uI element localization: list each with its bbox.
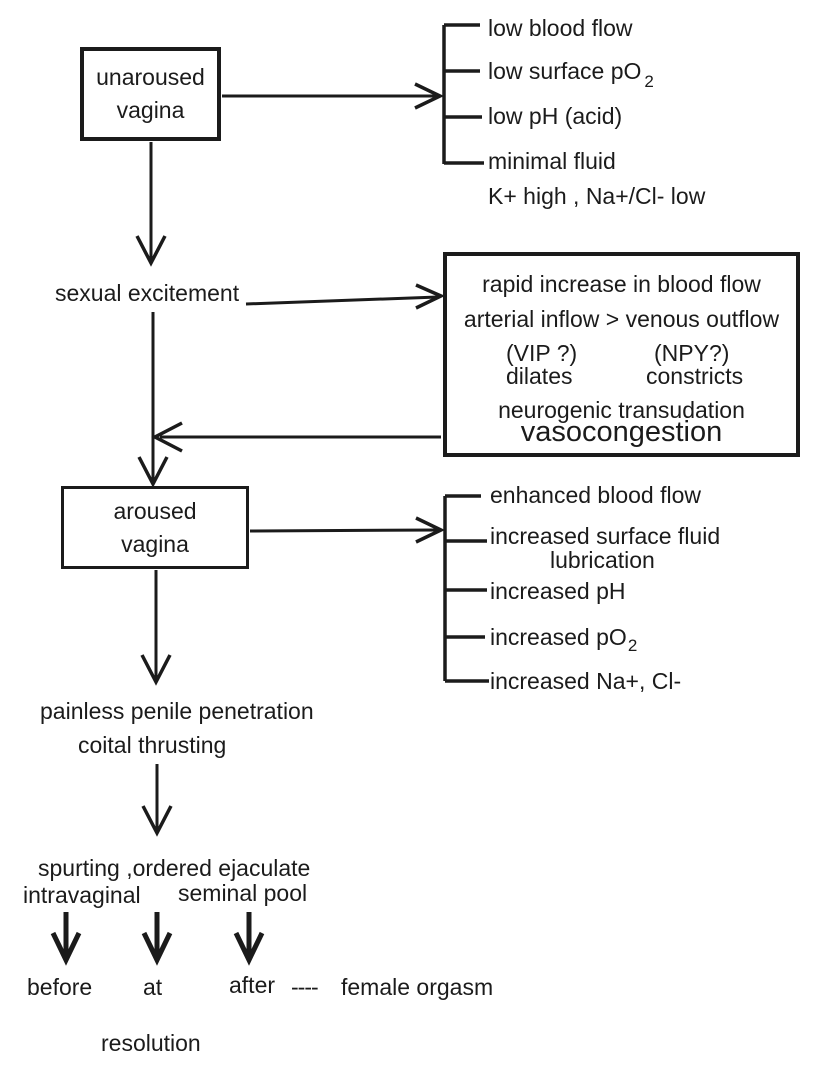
effect-increased-ph: increased pH — [490, 578, 626, 604]
arrowhead-left-icon — [151, 421, 183, 453]
arrowhead-down-icon — [140, 654, 172, 686]
arrow-to-before — [50, 912, 82, 966]
effect-minimal-fluid: minimal fluid — [488, 148, 616, 174]
effect-low-surface-po2-text: low surface pO — [488, 58, 642, 84]
box-neurogenic-transudation: neurogenic transudation — [498, 397, 745, 423]
box-dilates-label: dilates — [506, 363, 573, 389]
arrowhead-down-icon — [50, 931, 82, 966]
arrow-line — [249, 528, 439, 533]
arrow-excitement-to-box — [245, 283, 446, 310]
arrowhead-down-icon — [233, 931, 265, 966]
orgasm-dashes: ---- — [291, 974, 319, 1000]
arrow-unaroused-to-excitement — [135, 142, 167, 267]
painless-penetration-label: painless penile penetration — [40, 698, 314, 724]
spurting-ejaculate-label: spurting ,ordered ejaculate — [38, 855, 311, 881]
effect-low-ph: low pH (acid) — [488, 103, 623, 129]
box-arterial-inflow: arterial inflow > venous outflow — [463, 306, 780, 332]
seminal-pool-label: seminal pool — [178, 880, 308, 906]
arrow-aroused-to-penetration — [140, 570, 172, 686]
arrowhead-right-icon — [415, 516, 446, 544]
arrowhead-right-icon — [414, 82, 445, 110]
before-label: before — [27, 974, 93, 1000]
arrowhead-down-icon — [141, 931, 173, 966]
effect-increased-na-cl: increased Na+, Cl- — [490, 668, 682, 694]
unaroused-box-line1: unaroused — [96, 64, 205, 90]
unaroused-vagina-box: unaroused vagina — [80, 47, 221, 141]
sexual-excitement-label: sexual excitement — [55, 280, 240, 306]
arrow-aroused-to-effects — [249, 516, 446, 544]
arrow-to-after — [233, 912, 265, 966]
coital-thrusting-label: coital thrusting — [78, 732, 227, 758]
box-vip-label: (VIP ?) — [506, 340, 578, 366]
box-npy-label: (NPY?) — [654, 340, 730, 366]
box-constricts-label: constricts — [646, 363, 744, 389]
aroused-box-line2: vagina — [121, 530, 189, 557]
effect-lubrication: lubrication — [550, 547, 655, 573]
box-vasocongestion: vasocongestion — [520, 416, 723, 448]
aroused-box-line1: aroused — [113, 497, 197, 524]
aroused-vagina-box: aroused vagina — [61, 486, 249, 569]
arrow-unaroused-to-effects — [222, 82, 445, 110]
effect-increased-surface-fluid: increased surface fluid — [490, 523, 721, 549]
arrowhead-down-icon — [135, 235, 167, 267]
at-label: at — [143, 974, 163, 1000]
arrow-line — [245, 295, 439, 306]
arrow-excitement-to-aroused — [137, 312, 169, 488]
effect-increased-po2-sub: 2 — [627, 636, 638, 655]
intravaginal-label: intravaginal — [23, 882, 141, 908]
effect-increased-po2-text: increased pO — [490, 624, 627, 650]
arrow-thrusting-to-ejaculate — [141, 764, 173, 837]
resolution-label: resolution — [101, 1030, 201, 1056]
arrowhead-down-icon — [137, 456, 169, 488]
after-label: after — [229, 972, 276, 998]
box-rapid-increase: rapid increase in blood flow — [482, 271, 761, 297]
unaroused-box-line2: vagina — [116, 97, 185, 123]
effect-low-surface-po2-sub: 2 — [644, 72, 654, 91]
vasocongestion-box: rapid increase in blood flow arterial in… — [443, 252, 800, 457]
arrow-to-at — [141, 912, 173, 966]
female-orgasm-label: female orgasm — [341, 974, 494, 1000]
arrowhead-down-icon — [141, 805, 173, 837]
bracket-aroused-effects — [443, 494, 489, 683]
effect-ion-balance: K+ high , Na+/Cl- low — [488, 183, 706, 209]
effect-increased-po2: increased pO2 — [490, 624, 638, 655]
arrowhead-right-icon — [415, 283, 446, 310]
effect-enhanced-blood-flow: enhanced blood flow — [490, 482, 701, 508]
effect-low-blood-flow: low blood flow — [488, 15, 633, 41]
arrow-box-to-flow — [151, 421, 441, 453]
bracket-unaroused-effects — [442, 23, 484, 165]
